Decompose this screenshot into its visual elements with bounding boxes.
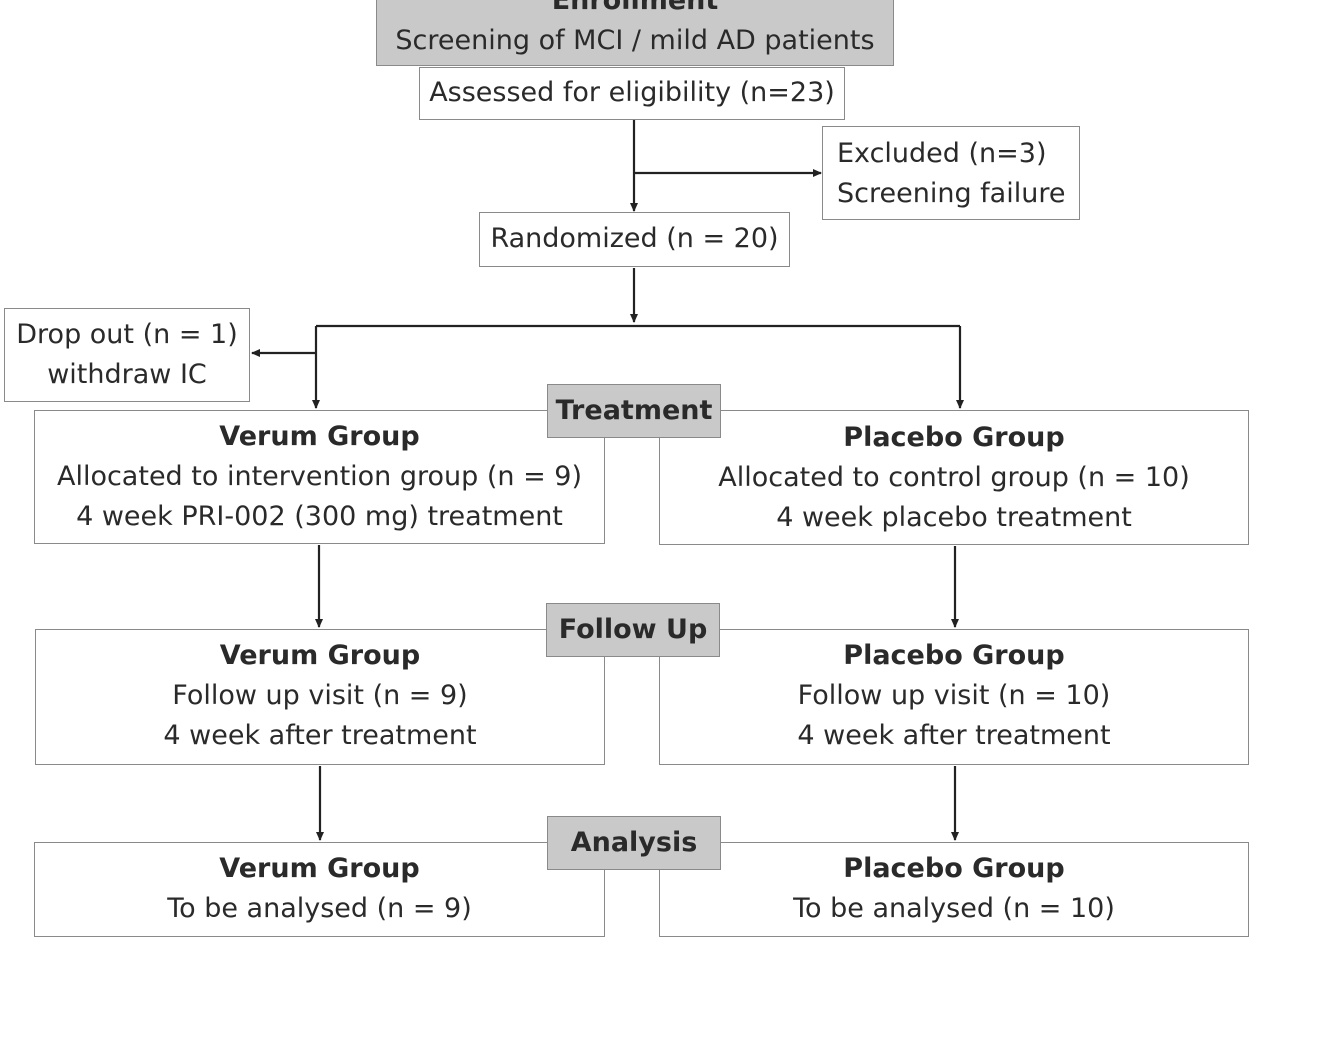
excluded-box: Excluded (n=3) Screening failure (822, 126, 1080, 220)
placebo-followup-timing: 4 week after treatment (660, 716, 1248, 756)
verum-treatment-allocation: Allocated to intervention group (n = 9) (35, 457, 604, 497)
verum-treatment-regimen: 4 week PRI-002 (300 mg) treatment (35, 497, 604, 537)
placebo-analysis-count: To be analysed (n = 10) (660, 889, 1248, 929)
verum-followup-visit: Follow up visit (n = 9) (36, 676, 604, 716)
placebo-analysis-title: Placebo Group (660, 849, 1248, 889)
treatment-stage-text: Treatment (556, 395, 713, 426)
dropout-reason: withdraw IC (5, 355, 249, 395)
placebo-analysis-box: Placebo Group To be analysed (n = 10) (659, 842, 1249, 937)
verum-followup-title: Verum Group (36, 636, 604, 676)
verum-followup-timing: 4 week after treatment (36, 716, 604, 756)
excluded-reason: Screening failure (837, 174, 1079, 214)
analysis-stage-label: Analysis (547, 816, 721, 870)
enrollment-title: Enrollment (377, 0, 893, 21)
placebo-treatment-allocation: Allocated to control group (n = 10) (660, 458, 1248, 498)
placebo-treatment-box: Placebo Group Allocated to control group… (659, 410, 1249, 545)
assessed-label: Assessed for eligibility (n=23) (420, 73, 844, 113)
placebo-followup-box: Placebo Group Follow up visit (n = 10) 4… (659, 629, 1249, 765)
excluded-count: Excluded (n=3) (837, 134, 1079, 174)
treatment-stage-label: Treatment (547, 384, 721, 438)
enrollment-subtitle: Screening of MCI / mild AD patients (377, 21, 893, 61)
dropout-box: Drop out (n = 1) withdraw IC (4, 308, 250, 402)
enrollment-header: Enrollment Screening of MCI / mild AD pa… (376, 0, 894, 66)
placebo-treatment-regimen: 4 week placebo treatment (660, 498, 1248, 538)
analysis-stage-text: Analysis (571, 827, 698, 858)
verum-analysis-count: To be analysed (n = 9) (35, 889, 604, 929)
verum-analysis-title: Verum Group (35, 849, 604, 889)
placebo-followup-visit: Follow up visit (n = 10) (660, 676, 1248, 716)
randomized-label: Randomized (n = 20) (480, 219, 789, 259)
assessed-box: Assessed for eligibility (n=23) (419, 67, 845, 120)
followup-stage-label: Follow Up (546, 603, 720, 657)
randomized-box: Randomized (n = 20) (479, 212, 790, 267)
verum-followup-box: Verum Group Follow up visit (n = 9) 4 we… (35, 629, 605, 765)
verum-treatment-box: Verum Group Allocated to intervention gr… (34, 410, 605, 544)
dropout-count: Drop out (n = 1) (5, 315, 249, 355)
placebo-treatment-title: Placebo Group (660, 418, 1248, 458)
placebo-followup-title: Placebo Group (660, 636, 1248, 676)
verum-treatment-title: Verum Group (35, 417, 604, 457)
followup-stage-text: Follow Up (559, 614, 708, 645)
verum-analysis-box: Verum Group To be analysed (n = 9) (34, 842, 605, 937)
